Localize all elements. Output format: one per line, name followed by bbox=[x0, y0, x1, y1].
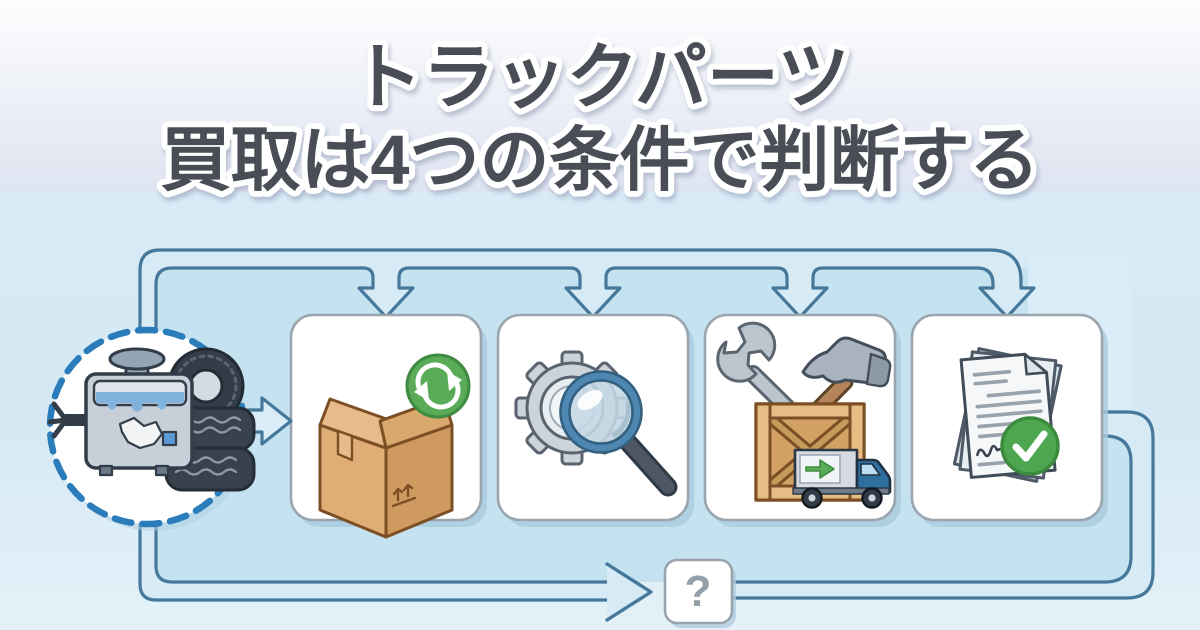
title-band-background bbox=[0, 0, 1200, 192]
question-mark: ? bbox=[685, 567, 712, 616]
cardboard-box-recycle-icon bbox=[318, 353, 471, 539]
delivery-truck-icon bbox=[792, 448, 892, 509]
result-node: ? bbox=[663, 558, 736, 628]
documents-approved-check-icon bbox=[952, 347, 1063, 483]
result-arrowhead-icon bbox=[605, 562, 653, 622]
magnifier-icon bbox=[559, 370, 678, 497]
gear-magnifier-inspection-icon bbox=[514, 350, 678, 497]
main-flow-pipe bbox=[138, 248, 1036, 602]
engine-and-tires-icon bbox=[47, 347, 256, 492]
page-title: トラックパーツ 買取は4つの条件で判断する bbox=[155, 32, 1046, 205]
wrench-hammer-crate-truck-icon bbox=[716, 321, 892, 509]
title-line-1: トラックパーツ bbox=[351, 38, 850, 118]
title-line-2: 買取は4つの条件で判断する bbox=[161, 121, 1040, 199]
